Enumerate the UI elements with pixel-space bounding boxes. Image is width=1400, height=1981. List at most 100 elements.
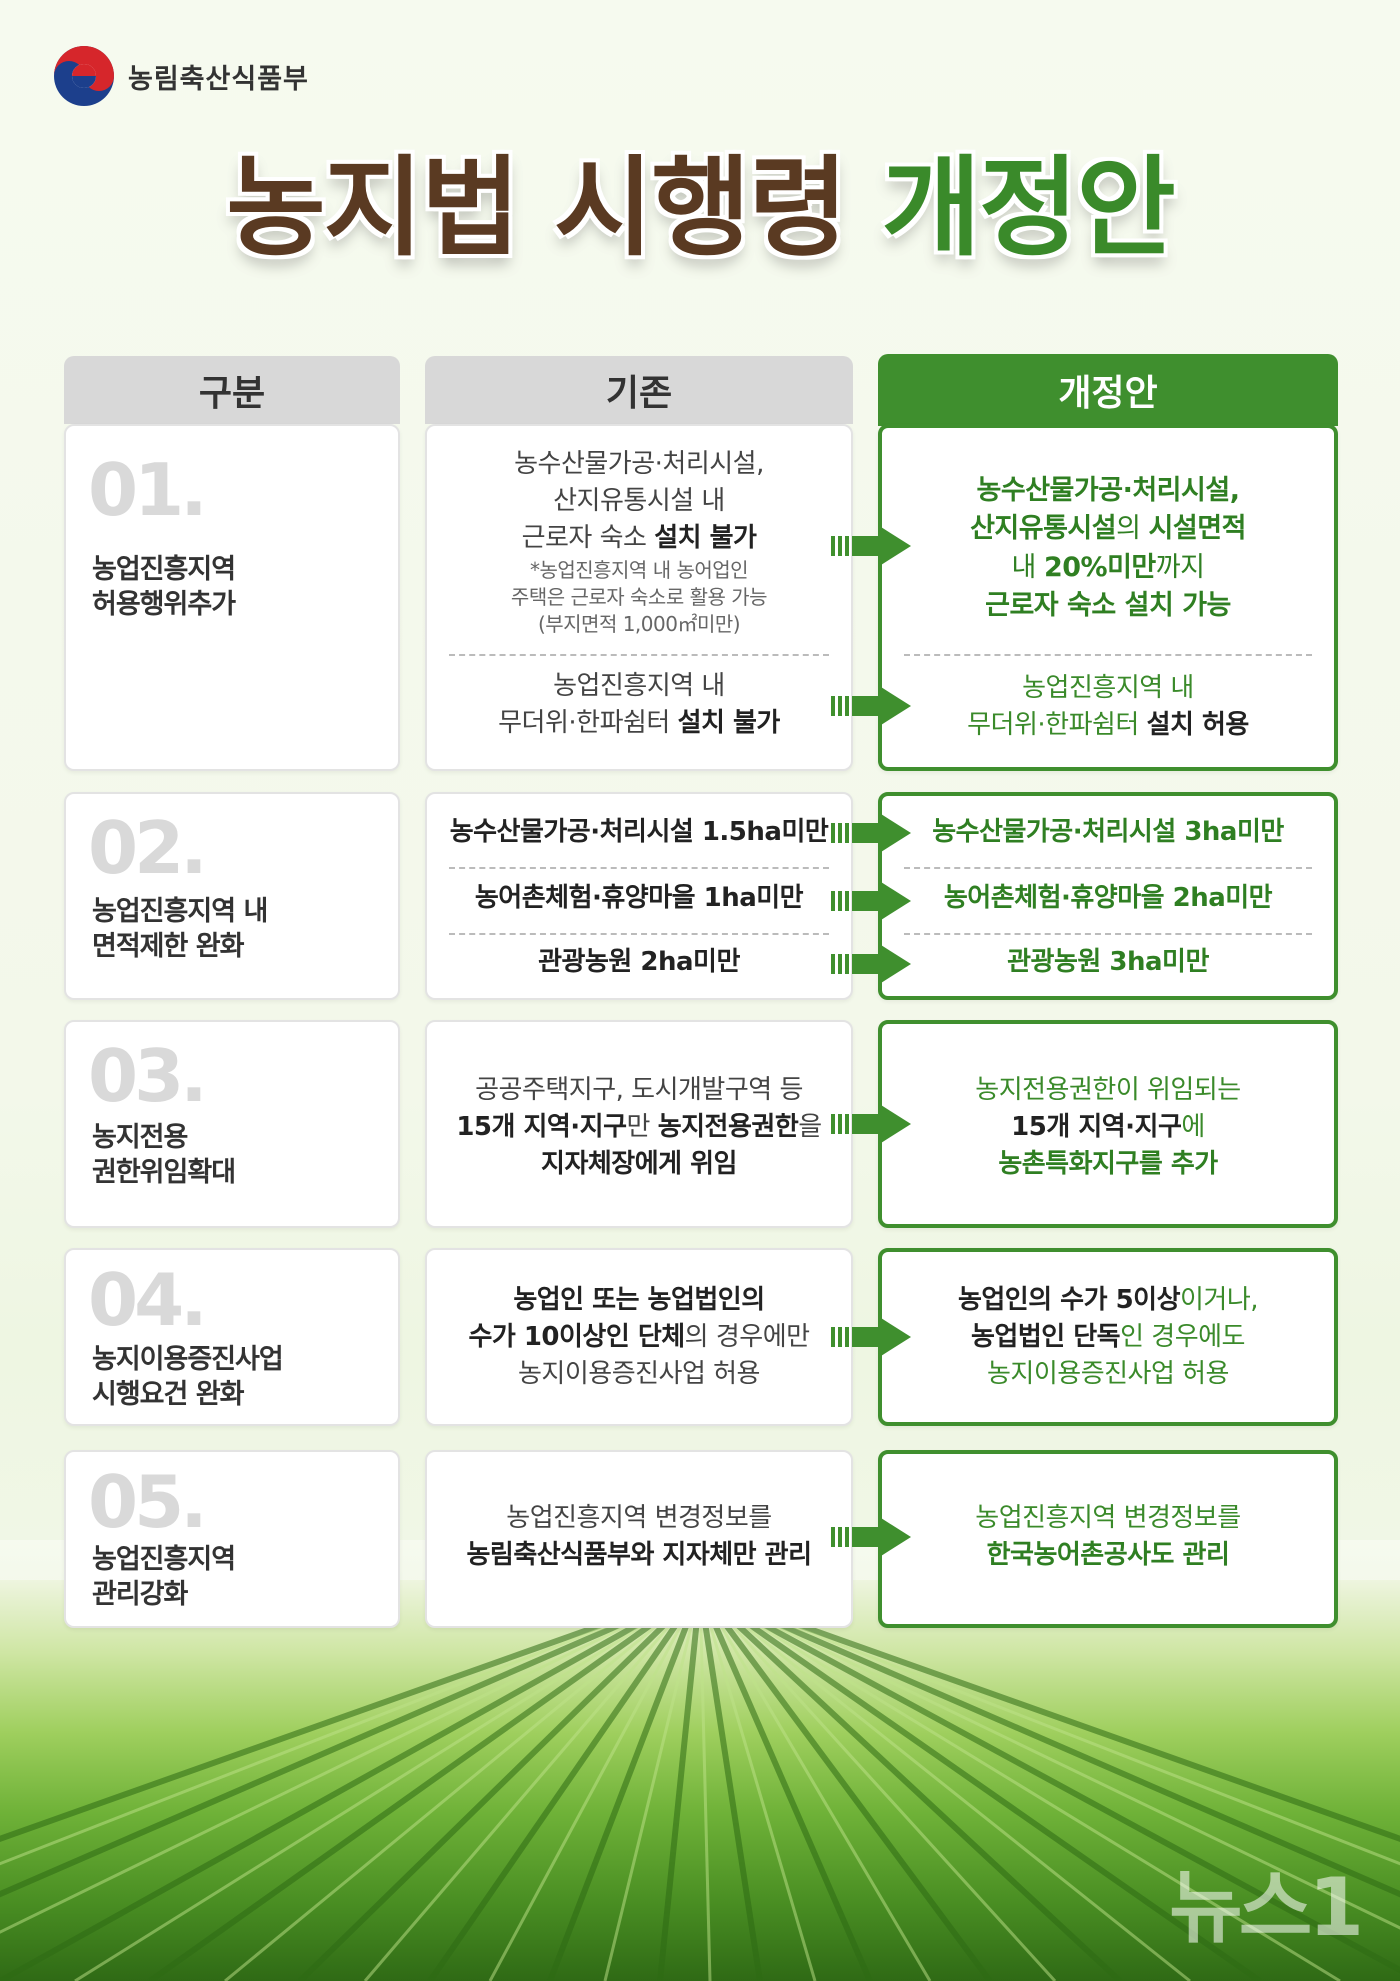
text-plain: 만 xyxy=(626,1111,658,1142)
text-bold: 농지전용권한 xyxy=(657,1111,799,1142)
arrow-right-icon xyxy=(831,814,911,852)
row-1-number: 01. xyxy=(88,448,208,532)
row-2-category-line-1: 농업진흥지역 내 xyxy=(92,896,268,927)
row-2-before-item-1: 농수산물가공·처리시설 1.5ha미만 xyxy=(449,817,829,847)
row-1-after-b-line-2: 무더위·한파쉼터 설치 허용 xyxy=(882,707,1334,744)
text-plain: 무더위·한파쉼터 xyxy=(967,709,1147,740)
row-1-category-line-2: 허용행위추가 xyxy=(92,589,236,621)
text-bold: 15개 지역·지구 xyxy=(1011,1111,1182,1142)
row-5-category-cell: 05. 농업진흥지역 관리강화 xyxy=(64,1450,400,1628)
row-4-before-line-3: 농지이용증진사업 허용 xyxy=(518,1358,760,1389)
row-4-before-line-2: 수가 10이상인 단체의 경우에만 xyxy=(427,1319,851,1356)
row-1-before-cell: 농수산물가공·처리시설, 산지유통시설 내 근로자 숙소 설치 불가 *농업진흥… xyxy=(425,424,853,771)
row-5-before-line-2: 농림축산식품부와 지자체만 관리 xyxy=(466,1539,812,1570)
taeguk-emblem-icon xyxy=(54,46,114,106)
text-bold: 설치 허용 xyxy=(1146,709,1250,740)
text-plain: 의 경우에만 xyxy=(684,1321,810,1352)
text-plain: 에 xyxy=(1181,1111,1205,1142)
arrow-right-icon xyxy=(831,1105,911,1143)
row-5-before-line-1: 농업진흥지역 변경정보를 xyxy=(506,1503,772,1533)
text-plain: 을 xyxy=(798,1111,822,1142)
row-4-category-cell: 04. 농지이용증진사업 시행요건 완화 xyxy=(64,1248,400,1426)
row-1-after-cell: 농수산물가공·처리시설, 산지유통시설의 시설면적 내 20%미만까지 근로자 … xyxy=(878,424,1338,771)
text-bold: 시설면적 xyxy=(1148,513,1247,545)
farm-field-image xyxy=(0,1580,1400,1981)
row-2-after-item-2: 농어촌체험·휴양마을 2ha미만 xyxy=(943,883,1273,913)
text-bold: 산지유통시설 xyxy=(970,513,1117,545)
row-1-before-a-line-2: 산지유통시설 내 xyxy=(553,485,725,516)
row-2-category: 농업진흥지역 내 면적제한 완화 xyxy=(92,894,268,964)
row-1-before-a-line-3: 근로자 숙소 설치 불가 xyxy=(427,520,851,557)
title-part-1: 농지법 시행령 xyxy=(226,146,848,271)
row-3-before-line-1: 공공주택지구, 도시개발구역 등 xyxy=(475,1075,803,1105)
row-2-before-cell: 농수산물가공·처리시설 1.5ha미만 농어촌체험·휴양마을 1ha미만 관광농… xyxy=(425,792,853,1000)
row-1-category-cell: 01. 농업진흥지역 허용행위추가 xyxy=(64,424,400,771)
row-3-before-cell: 공공주택지구, 도시개발구역 등 15개 지역·지구만 농지전용권한을 지자체장… xyxy=(425,1020,853,1228)
arrow-right-icon xyxy=(831,882,911,920)
text-bold: 20%미만 xyxy=(1043,551,1156,583)
row-4-after-text: 농업인의 수가 5이상이거나, 농업법인 단독인 경우에도 농지이용증진사업 허… xyxy=(882,1282,1334,1393)
text-bold: 설치 불가 xyxy=(677,707,781,738)
text-plain: 까지 xyxy=(1155,551,1205,583)
row-5-category-line-2: 관리강화 xyxy=(92,1579,188,1611)
row-3-before-line-2: 15개 지역·지구만 농지전용권한을 xyxy=(427,1109,851,1146)
text-bold: 농업인의 수가 5이상 xyxy=(957,1285,1181,1315)
row-5-after-text: 농업진흥지역 변경정보를 한국농어촌공사도 관리 xyxy=(882,1500,1334,1574)
row-2-after-item-3: 관광농원 3ha미만 xyxy=(1007,947,1209,977)
row-4-before-line-1: 농업인 또는 농업법인의 xyxy=(513,1285,765,1315)
row-1-category-line-1: 농업진흥지역 xyxy=(92,554,236,585)
row-3-category-line-1: 농지전용 xyxy=(92,1122,188,1153)
text-plain: 근로자 숙소 xyxy=(521,522,655,553)
news-watermark: 뉴스1 xyxy=(1169,1861,1364,1954)
row-4-after-line-3: 농지이용증진사업 허용 xyxy=(987,1358,1229,1389)
text-bold: 설치 불가 xyxy=(654,522,757,553)
row-1-before-note-1: *농업진흥지역 내 농어업인 xyxy=(529,557,749,582)
row-3-category-cell: 03. 농지전용 권한위임확대 xyxy=(64,1020,400,1228)
row-1-before-b: 농업진흥지역 내 무더위·한파쉼터 설치 불가 xyxy=(427,668,851,742)
arrow-right-icon xyxy=(831,1318,911,1356)
row-4-category: 농지이용증진사업 시행요건 완화 xyxy=(92,1342,284,1412)
row-1-after-b-line-1: 농업진흥지역 내 xyxy=(1022,673,1194,703)
column-header-after: 개정안 xyxy=(878,354,1338,426)
row-5-after-cell: 농업진흥지역 변경정보를 한국농어촌공사도 관리 xyxy=(878,1450,1338,1628)
row-1-after-a-line-3: 내 20%미만까지 xyxy=(882,549,1334,587)
text-plain: 인 경우에도 xyxy=(1120,1321,1245,1352)
text-plain: 의 xyxy=(1116,513,1149,545)
row-3-before-line-3: 지자체장에게 위임 xyxy=(541,1148,737,1179)
row-2-category-cell: 02. 농업진흥지역 내 면적제한 완화 xyxy=(64,792,400,1000)
row-2-category-line-2: 면적제한 완화 xyxy=(92,931,244,963)
divider xyxy=(904,654,1312,656)
arrow-right-icon xyxy=(831,1518,911,1556)
row-3-after-text: 농지전용권한이 위임되는 15개 지역·지구에 농촌특화지구를 추가 xyxy=(882,1072,1334,1183)
row-4-category-line-1: 농지이용증진사업 xyxy=(92,1344,284,1375)
row-2-after-cell: 농수산물가공·처리시설 3ha미만 농어촌체험·휴양마을 2ha미만 관광농원 … xyxy=(878,792,1338,1000)
row-5-category-line-1: 농업진흥지역 xyxy=(92,1544,236,1575)
divider xyxy=(449,654,829,656)
arrow-right-icon xyxy=(831,945,911,983)
row-1-before-b-line-1: 농업진흥지역 내 xyxy=(553,671,725,701)
row-1-before-a: 농수산물가공·처리시설, 산지유통시설 내 근로자 숙소 설치 불가 *농업진흥… xyxy=(427,446,851,638)
row-1-before-b-line-2: 무더위·한파쉼터 설치 불가 xyxy=(427,705,851,742)
row-1-before-a-line-1: 농수산물가공·처리시설, xyxy=(514,449,764,479)
row-1-after-b: 농업진흥지역 내 무더위·한파쉼터 설치 허용 xyxy=(882,670,1334,744)
row-1-after-a-line-4: 근로자 숙소 설치 가능 xyxy=(985,589,1231,621)
row-5-after-line-1: 농업진흥지역 변경정보를 xyxy=(975,1503,1241,1533)
arrow-right-icon xyxy=(831,687,911,725)
row-2-before-item-2: 농어촌체험·휴양마을 1ha미만 xyxy=(474,883,804,913)
text-plain: 내 xyxy=(1011,551,1044,583)
row-4-before-cell: 농업인 또는 농업법인의 수가 10이상인 단체의 경우에만 농지이용증진사업 … xyxy=(425,1248,853,1426)
title-part-2: 개정안 xyxy=(881,146,1176,271)
row-3-after-cell: 농지전용권한이 위임되는 15개 지역·지구에 농촌특화지구를 추가 xyxy=(878,1020,1338,1228)
column-header-before: 기존 xyxy=(425,356,853,424)
row-2-number: 02. xyxy=(88,806,208,890)
row-1-category: 농업진흥지역 허용행위추가 xyxy=(92,552,236,622)
divider xyxy=(904,867,1312,869)
row-3-number: 03. xyxy=(88,1034,208,1118)
row-4-after-line-2: 농업법인 단독인 경우에도 xyxy=(882,1319,1334,1356)
row-3-category: 농지전용 권한위임확대 xyxy=(92,1120,236,1190)
row-5-before-text: 농업진흥지역 변경정보를 농림축산식품부와 지자체만 관리 xyxy=(427,1500,851,1574)
row-3-category-line-2: 권한위임확대 xyxy=(92,1157,236,1189)
row-1-after-a: 농수산물가공·처리시설, 산지유통시설의 시설면적 내 20%미만까지 근로자 … xyxy=(882,472,1334,625)
row-5-before-cell: 농업진흥지역 변경정보를 농림축산식품부와 지자체만 관리 xyxy=(425,1450,853,1628)
row-2-before-item-3: 관광농원 2ha미만 xyxy=(538,947,740,977)
